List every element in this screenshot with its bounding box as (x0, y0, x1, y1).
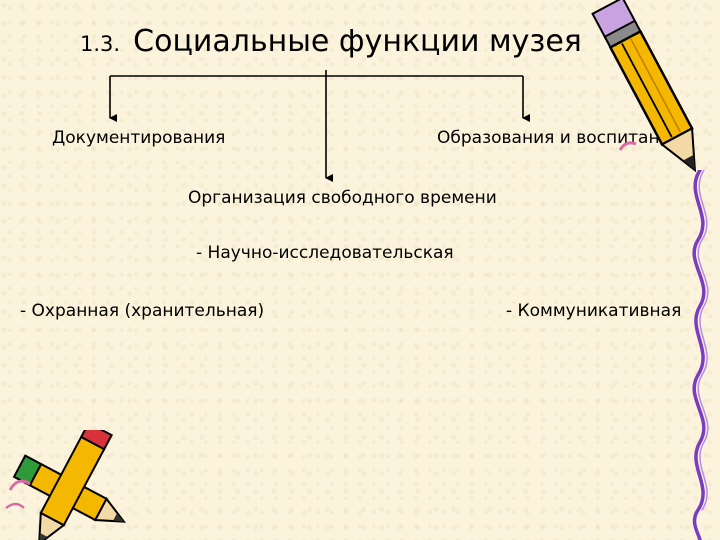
function-communicative: - Коммуникативная (506, 301, 682, 321)
crossed-pencils-icon (5, 430, 126, 540)
function-protective: - Охранная (хранительная) (20, 301, 265, 321)
function-leisure: Организация свободного времени (188, 188, 497, 208)
function-documenting: Документирования (52, 128, 226, 148)
title-number: 1.3. (80, 32, 121, 56)
function-research: - Научно-исследовательская (196, 243, 454, 263)
title-text: Социальные функции музея (133, 24, 582, 59)
function-education: Образования и воспитания (437, 128, 681, 148)
pencil-icon (591, 0, 697, 173)
slide-title: 1.3. Социальные функции музея (80, 24, 582, 59)
decorative-squiggle (692, 170, 709, 540)
